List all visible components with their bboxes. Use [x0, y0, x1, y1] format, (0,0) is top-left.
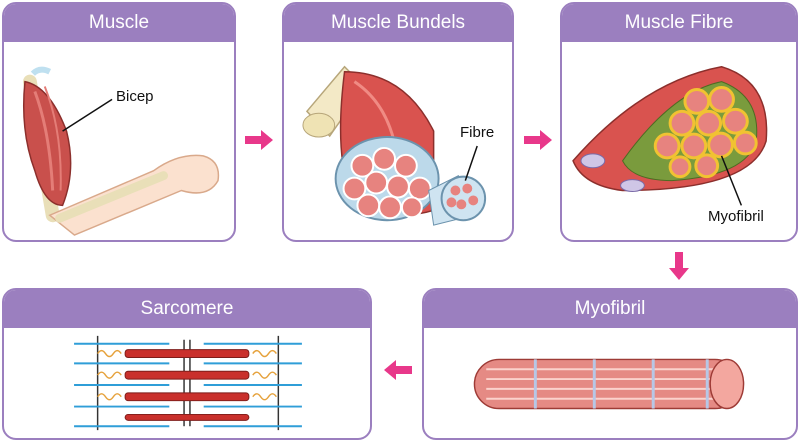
arrow-right-icon	[245, 130, 273, 150]
myofibril-illustration	[424, 328, 796, 438]
panel-muscle-fibre: Muscle Fibre Myofibril	[560, 2, 798, 242]
panel-muscle-bundles: Muscle Bundels Fibre	[282, 2, 514, 242]
muscle-illustration: Bicep	[4, 42, 234, 240]
bicep-label: Bicep	[116, 88, 154, 105]
panel-sarcomere: Sarcomere	[2, 288, 372, 440]
sarcomere-illustration	[4, 328, 370, 438]
arrow-down-icon	[669, 252, 689, 280]
panel-title: Myofibril	[424, 290, 796, 328]
panel-title: Muscle Fibre	[562, 4, 796, 42]
arrow-left-icon	[384, 360, 412, 380]
panel-muscle: Muscle Bicep	[2, 2, 236, 242]
fibre-illustration: Myofibril	[562, 42, 796, 240]
panel-myofibril: Myofibril	[422, 288, 798, 440]
panel-title: Muscle Bundels	[284, 4, 512, 42]
fibre-label: Fibre	[460, 124, 495, 141]
myofibril-label: Myofibril	[708, 208, 764, 225]
arrow-right-icon	[524, 130, 552, 150]
panel-title: Sarcomere	[4, 290, 370, 328]
panel-title: Muscle	[4, 4, 234, 42]
bundles-illustration: Fibre	[284, 42, 512, 240]
